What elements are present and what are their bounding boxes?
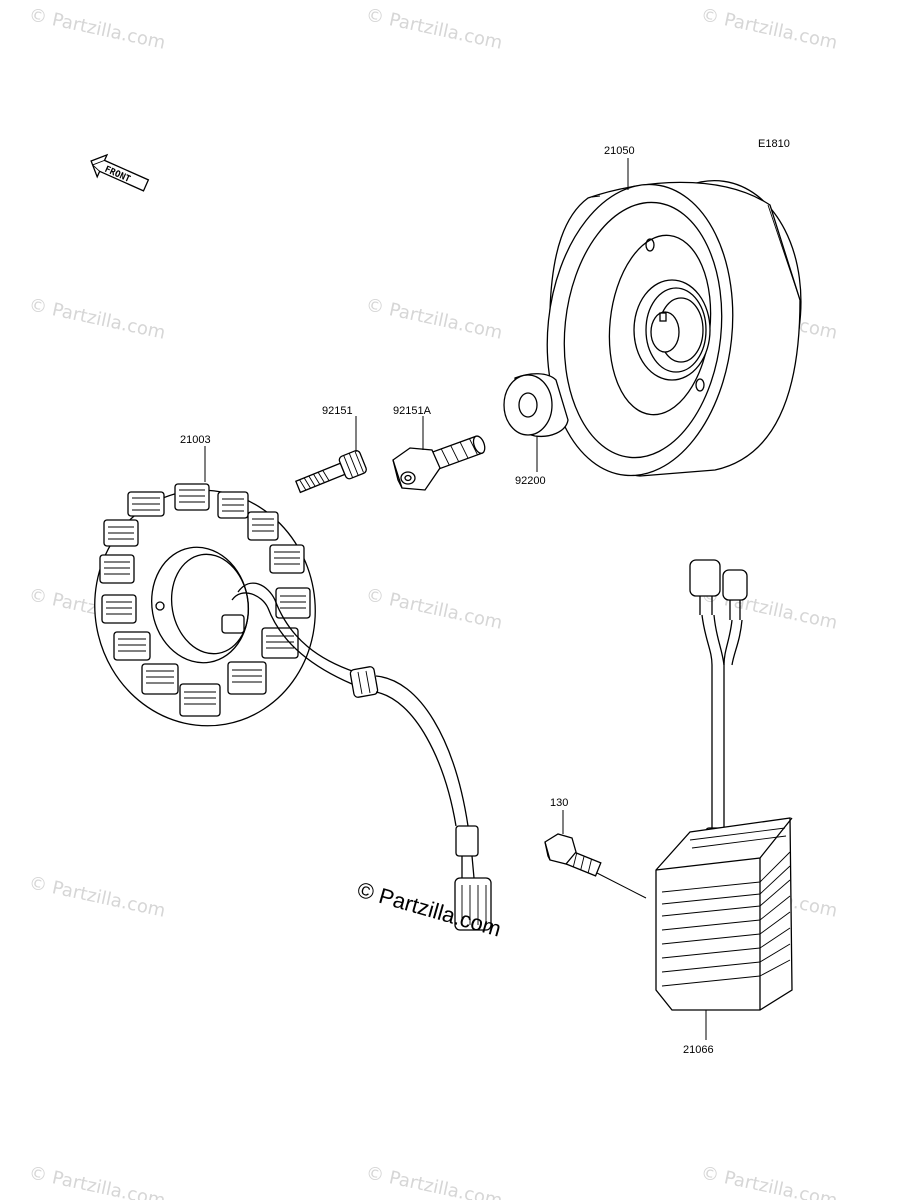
- part-label-bolt: 92151: [322, 405, 353, 417]
- part-label-regulator-bolt: 130: [550, 797, 568, 809]
- watermark-text: © Partzilla.com: [364, 4, 504, 53]
- watermark-text: © Partzilla.com: [27, 294, 167, 343]
- regulator-illustration: [655, 559, 793, 1011]
- flange-bolt-illustration: [392, 435, 486, 491]
- part-label-flywheel: 21050: [604, 145, 635, 157]
- spacer-illustration: [503, 373, 569, 438]
- flywheel-illustration: [546, 180, 802, 477]
- bolt-illustration: [295, 450, 367, 494]
- watermark-text: © Partzilla.com: [364, 584, 504, 633]
- watermark-text: © Partzilla.com: [27, 4, 167, 53]
- diagram-code: E1810: [758, 138, 790, 150]
- part-label-flange-bolt: 92151A: [393, 405, 432, 417]
- watermark-text: © Partzilla.com: [364, 294, 504, 343]
- part-label-regulator: 21066: [683, 1044, 714, 1056]
- watermark-text: © Partzilla.com: [27, 872, 167, 921]
- part-label-spacer: 92200: [515, 475, 546, 487]
- leader-line: [596, 872, 647, 899]
- part-label-stator: 21003: [180, 434, 211, 446]
- stator-illustration: [94, 483, 492, 931]
- stator-coils: [99, 483, 311, 717]
- front-arrow-icon: FRONT: [90, 153, 150, 192]
- watermark-text: © Partzilla.com: [699, 4, 839, 53]
- watermark-text: © Partzilla.com: [27, 1162, 167, 1200]
- watermark-text: © Partzilla.com: [699, 1162, 839, 1200]
- watermark-text: © Partzilla.com: [364, 1162, 504, 1200]
- regulator-bolt-illustration: [544, 833, 602, 877]
